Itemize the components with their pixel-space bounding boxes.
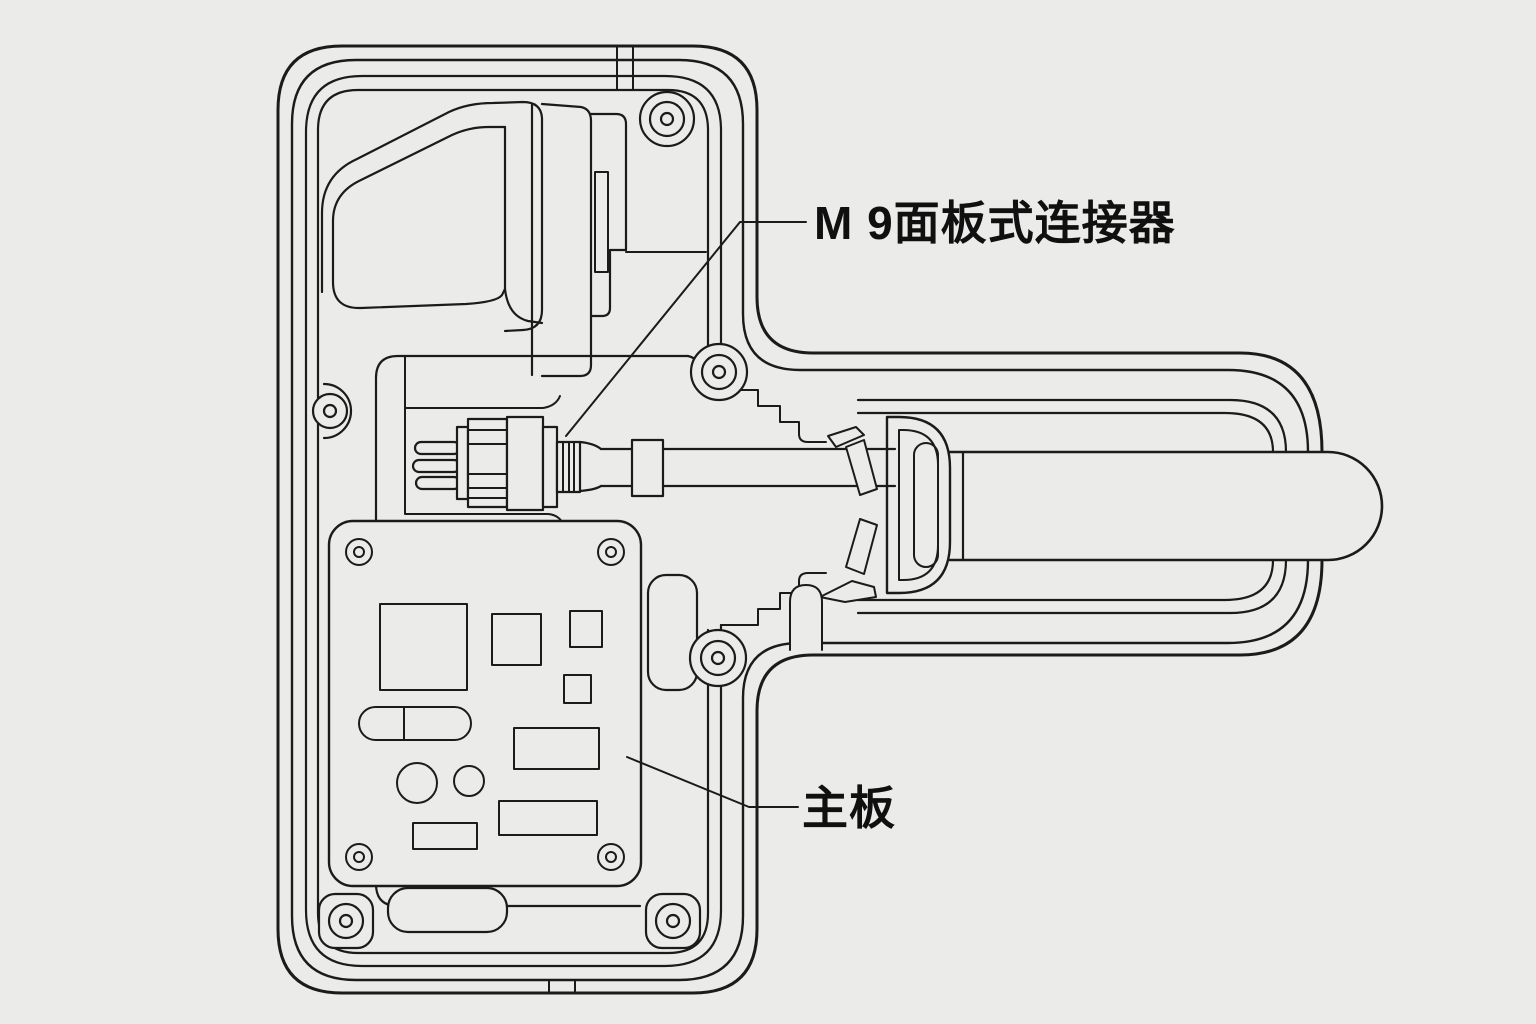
- callouts: M 9面板式连接器 主板: [565, 197, 1176, 834]
- screw-mid-upper: [700, 353, 738, 391]
- connector-pin-1: [413, 440, 462, 456]
- junction-latches: [789, 426, 878, 651]
- screw-hole-bottom-right: [665, 913, 681, 929]
- junction-ribs: [720, 389, 827, 626]
- top-notch: [616, 46, 634, 90]
- screw-hole-mid-lower: [710, 650, 726, 666]
- screw-hole-top-right: [659, 111, 675, 127]
- arm-inner-tube: [856, 398, 1288, 615]
- connector-pin-plate: [455, 425, 470, 501]
- connector-knurl-ridges: [467, 429, 508, 499]
- latch-top-b: [845, 439, 878, 496]
- connector-knurl: [466, 417, 509, 509]
- label-connector: M 9面板式连接器: [814, 197, 1176, 249]
- connector-flange: [541, 425, 559, 509]
- case-inner-panel: [316, 88, 710, 955]
- display-module: [320, 100, 707, 378]
- leader-line-mainboard: [626, 756, 799, 808]
- pcb-outline: [327, 519, 643, 888]
- tube-line-top-2: [856, 411, 1275, 454]
- side-box: [646, 573, 699, 692]
- pcb-screw-bl: [345, 843, 373, 871]
- case-outer-shell: [276, 44, 1324, 995]
- connector-neck: [578, 440, 603, 493]
- junction-steps-top: [720, 389, 827, 443]
- bracket-slot: [913, 442, 939, 568]
- pcb-screws: [345, 538, 625, 871]
- label-mainboard: 主板: [802, 782, 896, 834]
- capacitor-large: [396, 762, 438, 804]
- tube-line-bottom-2: [856, 558, 1275, 602]
- component-rect-2: [498, 800, 598, 836]
- rib-mushroom: [789, 584, 823, 651]
- display-connector-slot: [594, 171, 609, 273]
- pcb-screw-br: [597, 843, 625, 871]
- latch-top-a: [827, 426, 865, 448]
- display-band-frame: [540, 102, 593, 378]
- m9-connector: [411, 415, 897, 512]
- case-shell-2: [290, 58, 1310, 982]
- display-outer-edge: [320, 100, 544, 333]
- chip-small-2: [563, 674, 592, 704]
- leader-line-connector: [565, 221, 807, 437]
- case-screws: [311, 90, 749, 950]
- pcb-screw-hole-tr: [605, 546, 617, 558]
- device-case: [276, 44, 1324, 995]
- screw-hole-bottom-left: [338, 913, 354, 929]
- bottom-notch: [548, 980, 576, 993]
- screw-left-middle: [311, 392, 349, 430]
- connector-clamp-block: [630, 438, 665, 498]
- pcb-components: [358, 603, 603, 850]
- capacitor-small: [453, 765, 485, 797]
- chip-medium: [491, 613, 542, 666]
- component-rect-1: [513, 727, 600, 770]
- display-bottom-dip: [503, 287, 544, 325]
- screw-bottom-right: [654, 902, 692, 940]
- display-screen-outline: [331, 125, 507, 310]
- pcb-screw-tr: [597, 538, 625, 566]
- bracket-outer: [885, 415, 952, 595]
- pcb-screw-tl: [345, 538, 373, 566]
- chip-small-1: [569, 610, 603, 648]
- pcb-screw-hole-tl: [353, 546, 365, 558]
- display-inner-edge: [331, 125, 507, 284]
- case-shell-3: [304, 74, 723, 968]
- component-rect-3: [412, 822, 478, 850]
- mainboard: [327, 519, 643, 888]
- connector-barrel: [505, 415, 545, 512]
- screw-top-right: [648, 100, 686, 138]
- pcb-screw-hole-br: [605, 851, 617, 863]
- below-board-slot: [386, 886, 509, 934]
- latch-bottom-b: [845, 518, 878, 575]
- connector-pin-2: [411, 458, 462, 474]
- screw-bottom-left: [327, 902, 365, 940]
- screw-mid-lower: [699, 639, 737, 677]
- connector-bracket: [885, 415, 952, 595]
- screw-hole-mid-upper: [711, 364, 727, 380]
- display-band-right: [589, 112, 628, 318]
- probe-rod: [948, 450, 1384, 562]
- connector-collar-ribs: [562, 441, 575, 493]
- probe-rod-body: [948, 450, 1384, 562]
- component-pill: [358, 706, 472, 741]
- screw-hole-left-middle: [322, 403, 338, 419]
- tube-line-top-1: [856, 398, 1288, 454]
- connector-pin-3: [414, 475, 462, 491]
- latch-finger-bottom: [819, 580, 877, 603]
- tube-line-bottom-1: [856, 558, 1288, 615]
- pcb-screw-hole-bl: [353, 851, 365, 863]
- junction-steps-bottom: [720, 572, 827, 626]
- chip-large: [379, 603, 468, 691]
